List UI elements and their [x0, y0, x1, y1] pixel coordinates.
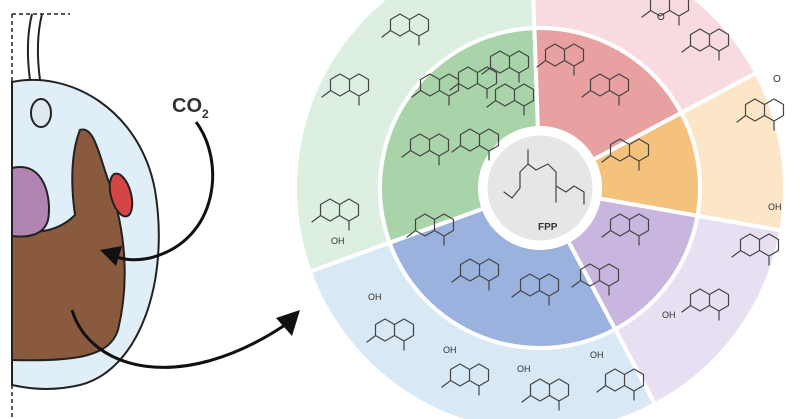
nucleus: [11, 165, 50, 238]
label-keto-right: O: [773, 74, 781, 85]
molecule-structure: [596, 368, 645, 401]
inner-segment-red: [532, 26, 684, 163]
molecule-structure: [601, 213, 650, 246]
molecule-structure: [571, 263, 620, 296]
co2-text: CO2: [172, 95, 209, 121]
molecule-structure: [449, 66, 498, 99]
label-keto-top: O: [657, 12, 665, 23]
label-oh-bottom-4: OH: [590, 350, 604, 360]
inner-segment-purple: [565, 196, 700, 332]
molecule-structure: [536, 43, 585, 76]
molecule-structure: [401, 133, 450, 166]
center-disk: [484, 132, 596, 244]
molecule-structure: [481, 50, 530, 83]
co2-arrowhead: [100, 246, 122, 266]
molecule-structure: [511, 273, 560, 306]
molecule-structure: [311, 198, 360, 231]
molecule-structure: [381, 13, 430, 46]
label-oh-bottom-1: OH: [368, 292, 382, 302]
co2-label: CO2: [172, 95, 209, 121]
eyespot: [108, 172, 134, 218]
molecule-structure: [681, 28, 730, 61]
molecule-structure: [411, 73, 460, 106]
co2-uptake-arrow: [111, 121, 215, 262]
flagellum-1: [26, 13, 33, 81]
label-oh-right-bottom: OH: [662, 310, 676, 320]
molecule-structure: [451, 128, 500, 161]
molecule-structure: [321, 73, 370, 106]
contractile-vacuole: [30, 98, 52, 128]
molecule-structure: [581, 73, 630, 106]
production-arrowhead: [276, 310, 300, 336]
label-oh-bottom-3: OH: [517, 364, 531, 374]
label-oh-bottom-2: OH: [443, 345, 457, 355]
center-fpp: FPP: [484, 132, 596, 244]
molecule-structure: [731, 233, 780, 266]
production-arrow: [70, 309, 286, 369]
label-oh-left: OH: [331, 236, 345, 246]
flagellum-2: [36, 13, 43, 81]
molecule-structure: [681, 288, 730, 321]
molecule-structure: [441, 363, 490, 396]
molecule-structure: [366, 318, 415, 351]
inner-segment-green: [378, 26, 540, 246]
fpp-structure: [503, 149, 585, 205]
inner-segment-blue: [387, 205, 618, 350]
molecule-structure: [736, 98, 785, 131]
terpene-wheel: [293, 0, 787, 419]
molecule-labels: OH OH OH OH OH OH OH O O: [331, 12, 782, 374]
label-oh-right-top: OH: [768, 202, 782, 212]
cell-illustration: [11, 13, 160, 419]
molecule-structure: [406, 213, 455, 246]
chloroplast: [11, 128, 126, 362]
molecule-structure: [521, 378, 570, 411]
molecule-structure: [601, 138, 650, 171]
center-label: FPP: [538, 222, 558, 233]
molecule-structure: [451, 258, 500, 291]
molecule-structure: [486, 83, 535, 116]
